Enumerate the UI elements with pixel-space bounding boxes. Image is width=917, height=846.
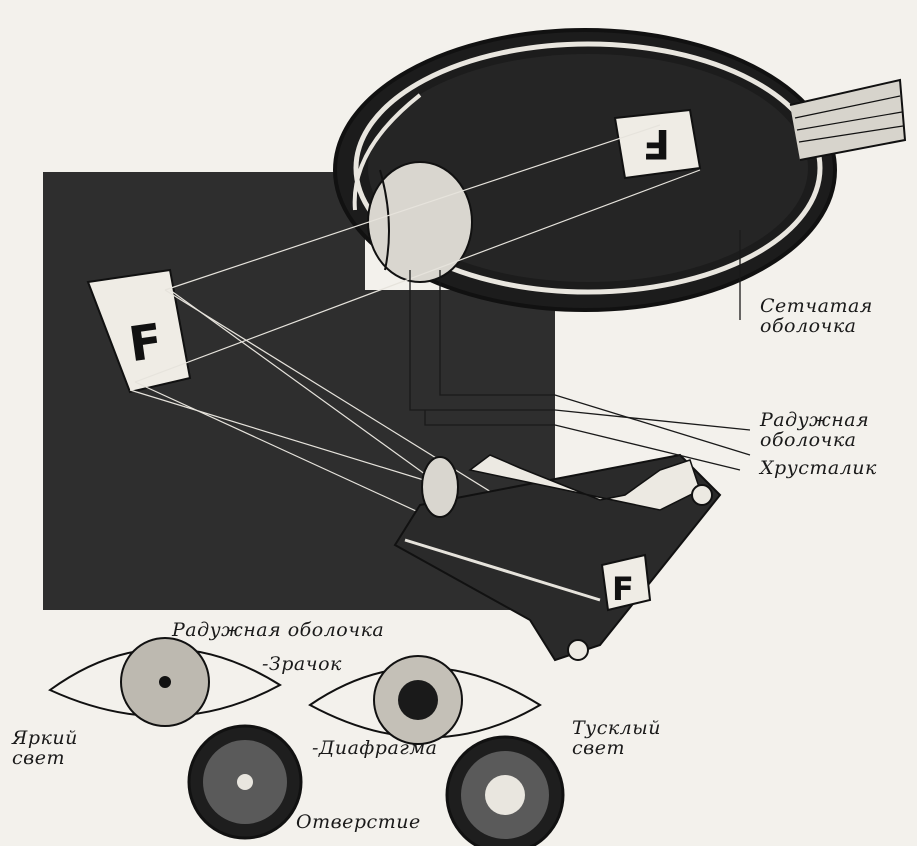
camera-glyph: F [612,570,634,608]
label-iris-bottom: Радужная оболочка [172,619,385,641]
label-dim-light: Тусклый свет [572,717,661,759]
eye-lens [367,161,473,283]
diaphragm-small-aperture [187,724,303,840]
object-glyph: F [125,313,165,373]
bright-eye [48,637,282,727]
dim-eye [308,655,542,745]
object-card: F [86,268,192,394]
label-retina: Сетчатая оболочка [760,295,873,337]
label-diaphragm: -Диафрагма [312,737,438,759]
label-aperture: Отверстие [296,811,421,833]
label-bright-light: Яркий свет [12,727,78,769]
light-rays [129,124,701,601]
label-lens: Хрусталик [760,457,877,479]
retina-glyph: F [643,120,670,166]
label-iris: Радужная оболочка [760,409,870,451]
camera-model: F [393,453,722,662]
leader-lines [409,230,751,471]
retina-image: F [613,108,702,180]
label-pupil: -Зрачок [262,653,342,675]
diaphragm-large-aperture [445,735,565,846]
